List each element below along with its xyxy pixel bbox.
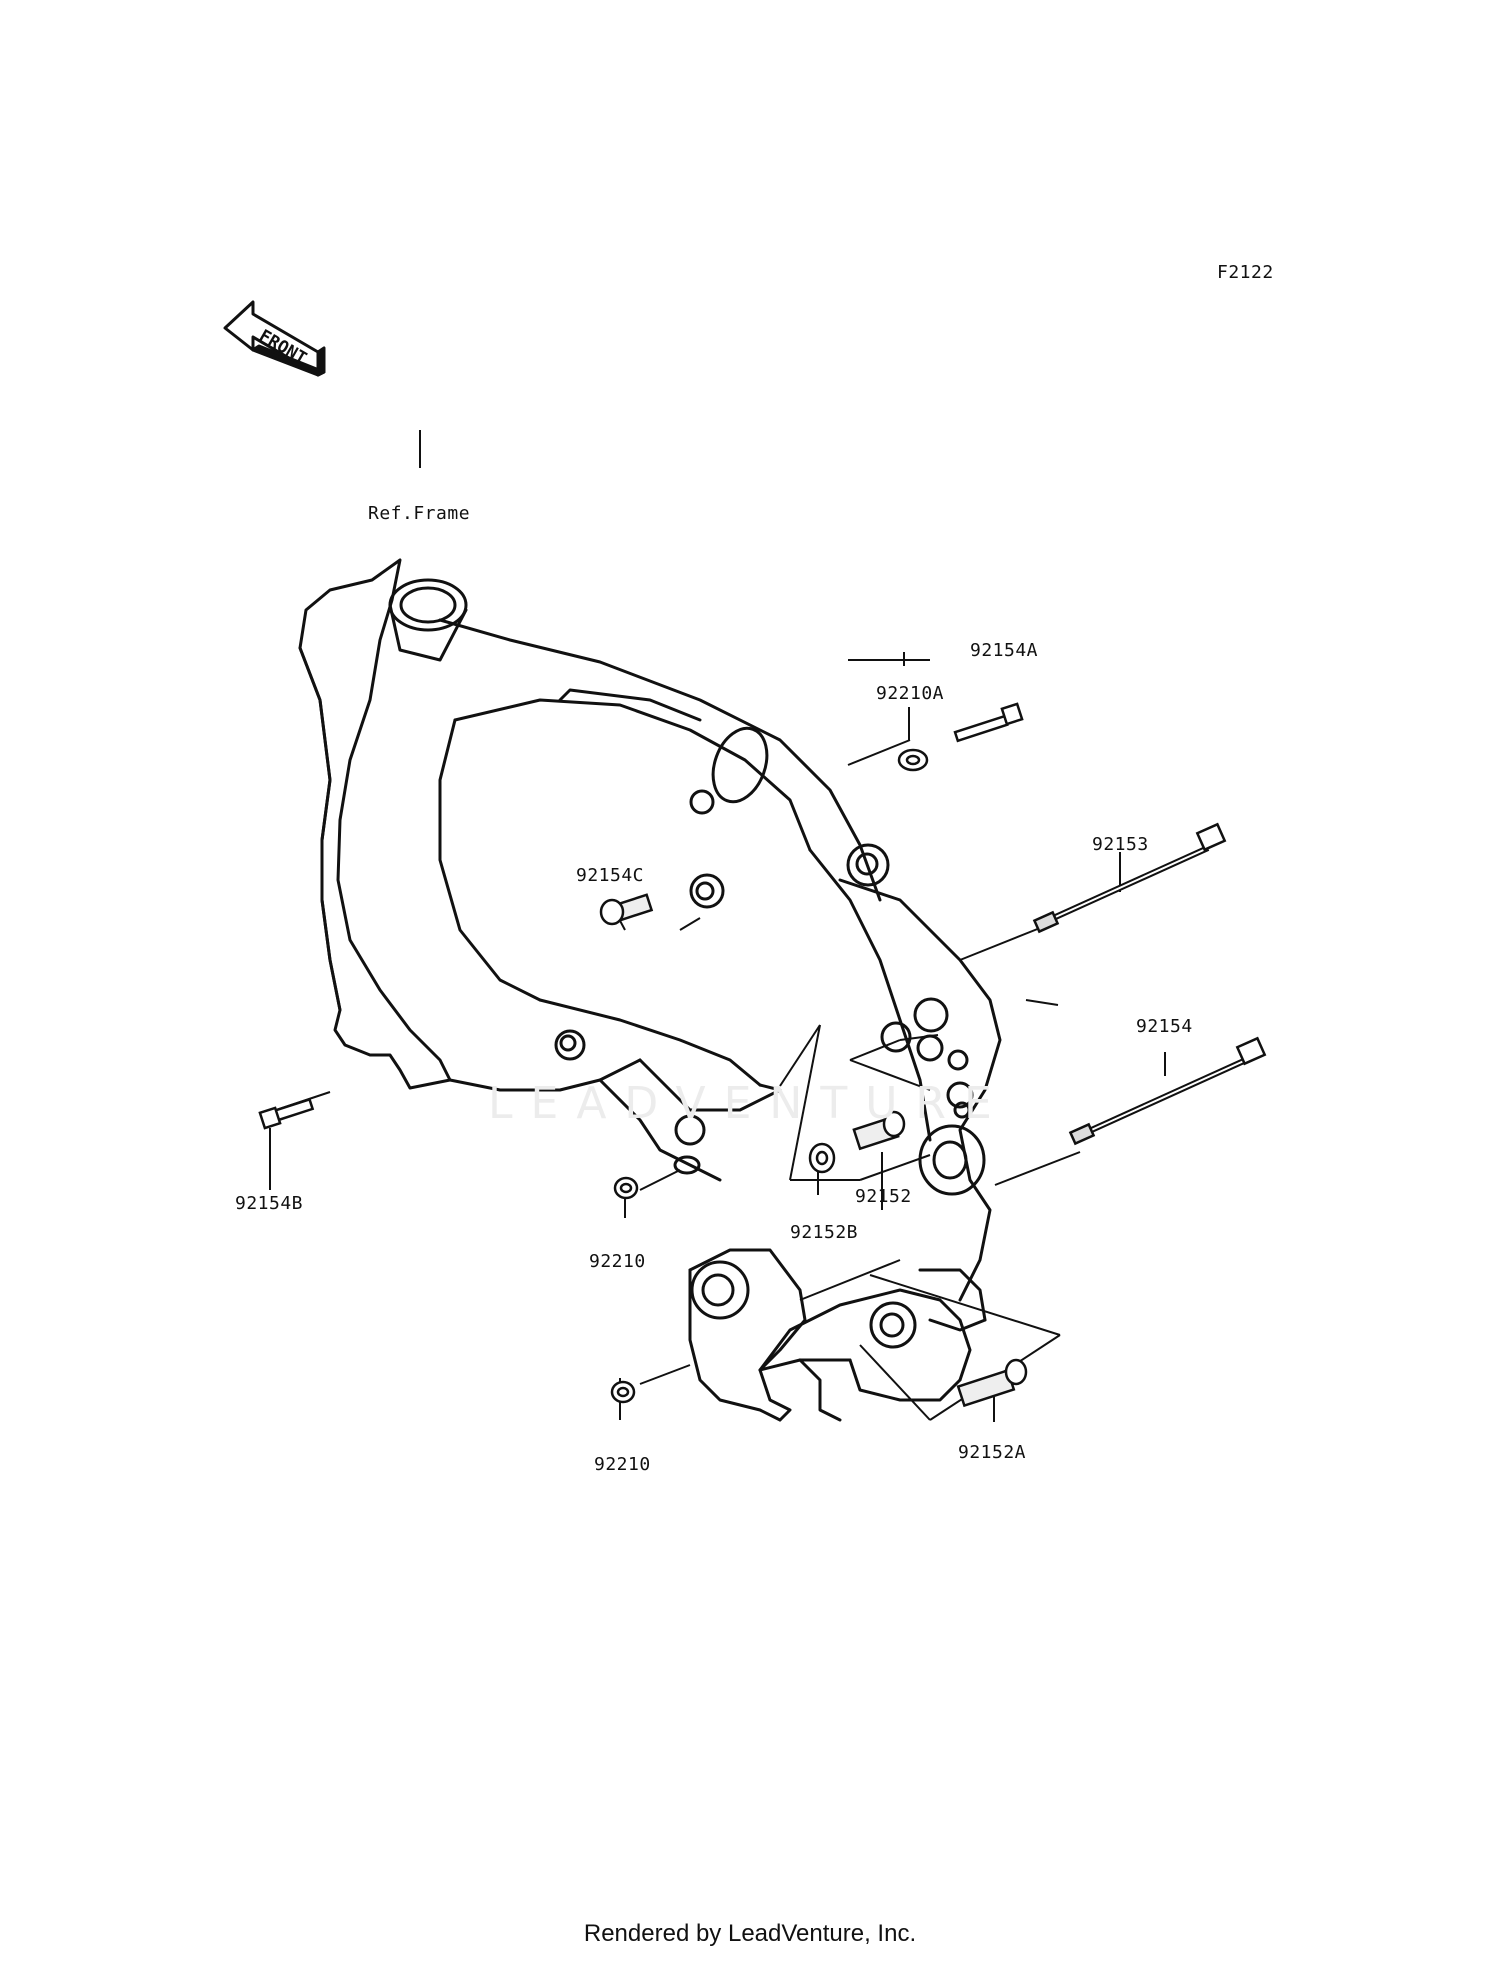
nut-92210A-icon (897, 748, 929, 772)
part-label-92153[interactable]: 92153 (1092, 834, 1149, 855)
ref-frame-label: Ref.Frame (368, 503, 471, 524)
footer-credit: Rendered by LeadVenture, Inc. (583, 1920, 917, 1947)
stud-92154C-icon (599, 893, 654, 926)
part-label-92154C[interactable]: 92154C (576, 865, 645, 886)
collar-92152A-icon (956, 1358, 1028, 1408)
long-bolt-92154-icon (1068, 1036, 1267, 1146)
part-label-92154B[interactable]: 92154B (235, 1193, 304, 1214)
front-direction-arrow-icon: FRONT (223, 300, 326, 377)
nut-92210-lower-icon (610, 1380, 636, 1404)
part-label-92152[interactable]: 92152 (855, 1186, 912, 1207)
bolt-92154B-icon (258, 1097, 315, 1130)
bolt-92154A-icon (953, 702, 1024, 743)
part-label-92154A[interactable]: 92154A (970, 640, 1039, 661)
frame-illustration (298, 558, 1002, 1422)
part-label-92152B[interactable]: 92152B (790, 1222, 859, 1243)
part-label-92152A[interactable]: 92152A (958, 1442, 1027, 1463)
collar-92152-icon (852, 1110, 906, 1151)
nut-92210-upper-icon (613, 1176, 639, 1200)
part-label-92210-lower[interactable]: 92210 (594, 1454, 651, 1475)
bushing-92152B-icon (808, 1142, 836, 1174)
hardware-parts (258, 702, 1267, 1408)
part-label-92154[interactable]: 92154 (1136, 1016, 1193, 1037)
part-label-92210-upper[interactable]: 92210 (589, 1251, 646, 1272)
long-bolt-92153-icon (1032, 822, 1227, 934)
leader-lines (269, 430, 1166, 1422)
part-label-92210A[interactable]: 92210A (876, 683, 945, 704)
watermark-text: LEADVENTURE (488, 1078, 1010, 1129)
diagram-code: F2122 (1217, 262, 1274, 283)
